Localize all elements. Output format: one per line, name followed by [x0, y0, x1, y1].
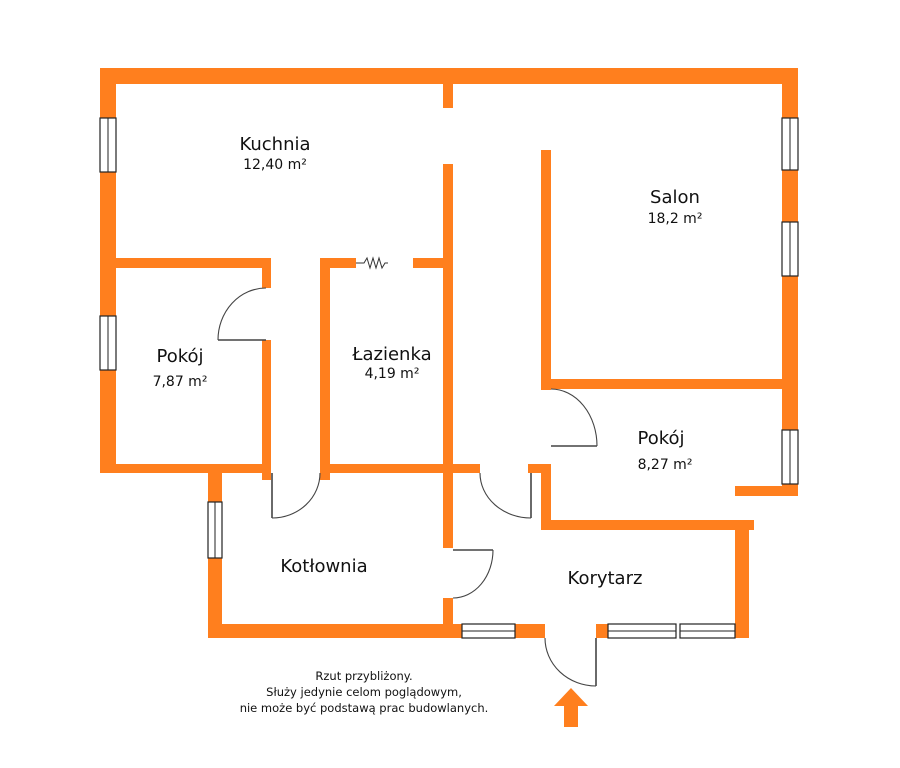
doors: [217, 256, 598, 687]
wall-segment: [413, 258, 453, 268]
walls: [100, 68, 798, 638]
wall-segment: [735, 530, 749, 638]
wall-segment: [262, 340, 271, 480]
disclaimer-line-3: nie może być podstawą prac budowlanych.: [240, 701, 489, 715]
wall-segment: [116, 464, 271, 473]
room-name-pokoj-left: Pokój: [156, 346, 203, 367]
room-area-kuchnia: 12,40 m²: [243, 157, 307, 173]
wall-segment: [541, 379, 782, 389]
disclaimer-line-2: Służy jedynie celom poglądowym,: [266, 685, 462, 699]
wall-segment: [320, 258, 330, 480]
room-name-kotlownia: Kotłownia: [280, 556, 367, 577]
wall-segment: [262, 258, 271, 288]
wall-segment: [443, 164, 453, 548]
room-name-pokoj-right: Pokój: [637, 428, 684, 449]
door-swing-arc: [550, 388, 598, 447]
bathroom-door-line: [356, 256, 388, 270]
room-area-salon: 18,2 m²: [648, 211, 703, 227]
wall-segment: [116, 258, 270, 268]
door-swing-arc: [271, 472, 321, 519]
wall-segment: [782, 68, 798, 486]
door-swing-arc: [217, 287, 267, 341]
wall-segment: [443, 598, 453, 630]
door-swing-arc: [479, 472, 532, 519]
room-area-pokoj-right: 8,27 m²: [638, 457, 693, 473]
room-area-lazienka: 4,19 m²: [365, 366, 420, 382]
wall-segment: [735, 486, 798, 496]
room-name-lazienka: Łazienka: [351, 344, 431, 365]
windows: [99, 117, 799, 639]
wall-segment: [320, 258, 356, 268]
up-arrow-icon: [554, 688, 588, 727]
wall-segment: [330, 464, 480, 473]
room-name-salon: Salon: [650, 187, 700, 208]
wall-segment: [208, 624, 462, 638]
wall-segment: [541, 464, 551, 530]
door-swing-arc: [544, 637, 597, 687]
wall-segment: [100, 68, 798, 84]
disclaimer-line-1: Rzut przybliżony.: [315, 669, 412, 683]
wall-segment: [443, 84, 453, 108]
wall-segment: [596, 624, 608, 638]
room-name-kuchnia: Kuchnia: [239, 134, 310, 155]
wall-segment: [528, 464, 551, 473]
room-name-korytarz: Korytarz: [568, 568, 643, 589]
wall-segment: [515, 624, 545, 638]
wall-segment: [541, 150, 551, 390]
door-swing-arc: [452, 549, 494, 599]
room-area-pokoj-left: 7,87 m²: [153, 374, 208, 390]
wall-segment: [541, 520, 754, 530]
